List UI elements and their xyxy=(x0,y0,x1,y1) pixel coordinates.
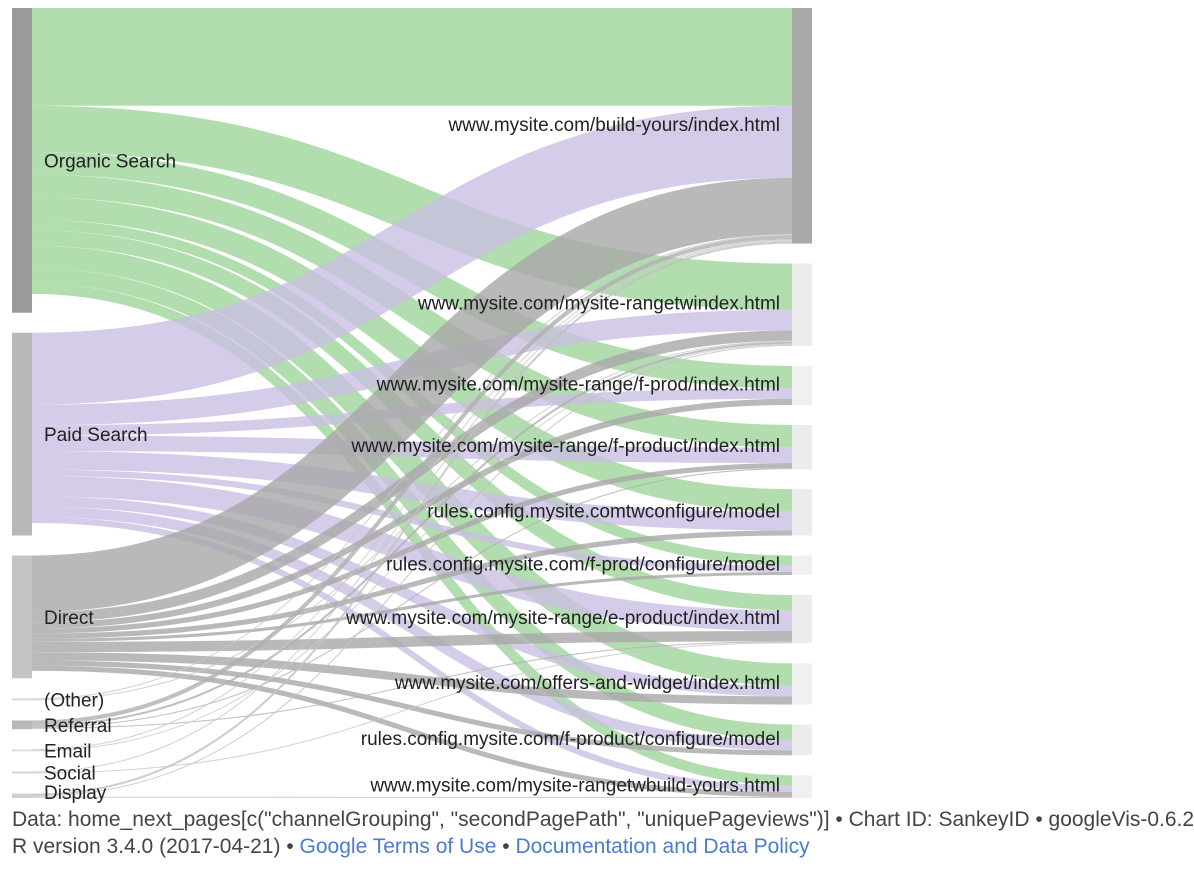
flow-link xyxy=(31,105,793,310)
source-node[interactable] xyxy=(12,698,32,701)
flow-link xyxy=(31,451,793,531)
flow-link xyxy=(31,105,793,405)
target-node-label: www.mysite.com/mysite-range/e-product/in… xyxy=(345,608,780,629)
target-node[interactable] xyxy=(792,365,812,405)
source-node-label: (Other) xyxy=(44,690,104,711)
r-version-text: R version 3.4.0 (2017-04-21) xyxy=(12,835,281,858)
source-node-label: Direct xyxy=(44,608,94,629)
target-node[interactable] xyxy=(792,663,812,705)
target-node-label: www.mysite.com/mysite-rangetwbuild-yours… xyxy=(369,776,780,797)
flow-link xyxy=(31,571,793,642)
flow-link xyxy=(31,468,793,728)
source-node[interactable] xyxy=(12,555,32,679)
source-node-label: Organic Search xyxy=(44,151,176,172)
target-node-label: www.mysite.com/offers-and-widget/index.h… xyxy=(394,673,780,694)
source-node[interactable] xyxy=(12,720,32,730)
flow-link xyxy=(31,341,793,727)
flow-link xyxy=(31,330,793,623)
target-node-label: rules.config.mysite.com/f-product/config… xyxy=(361,729,780,750)
footer-separator: • xyxy=(502,835,510,858)
flow-link xyxy=(31,435,793,464)
flow-link xyxy=(31,241,793,796)
target-node-label: www.mysite.com/mysite-range/f-product/in… xyxy=(350,436,780,457)
flow-link xyxy=(31,642,793,774)
flow-link xyxy=(31,496,793,697)
footer-separator: • xyxy=(286,835,294,858)
target-node[interactable] xyxy=(792,775,812,798)
target-node[interactable] xyxy=(792,724,812,756)
flow-link xyxy=(31,641,793,729)
flow-link xyxy=(31,240,793,773)
target-node[interactable] xyxy=(792,8,812,244)
footer-r-version-line: R version 3.4.0 (2017-04-21) • Google Te… xyxy=(12,835,818,859)
flow-link xyxy=(31,344,793,797)
source-node[interactable] xyxy=(12,793,32,798)
source-node[interactable] xyxy=(12,8,32,313)
flow-links xyxy=(31,7,793,799)
target-node[interactable] xyxy=(792,595,812,644)
target-node[interactable] xyxy=(792,489,812,536)
target-node-label: rules.config.mysite.comtwconfigure/model xyxy=(427,501,780,522)
flow-link xyxy=(31,463,793,634)
source-node-label: Display xyxy=(44,783,107,804)
flow-link xyxy=(31,665,793,797)
target-node[interactable] xyxy=(792,263,812,346)
terms-of-use-link[interactable]: Google Terms of Use xyxy=(299,835,497,858)
target-node[interactable] xyxy=(792,424,812,470)
flow-link xyxy=(31,506,793,751)
flow-link xyxy=(31,235,793,725)
target-node-label: rules.config.mysite.com/f-prod/configure… xyxy=(386,554,780,575)
flow-link xyxy=(31,340,793,701)
footer-data-line: Data: home_next_pages[c("channelGrouping… xyxy=(12,808,1194,831)
flow-link xyxy=(31,245,793,686)
target-node-label: www.mysite.com/build-yours/index.html xyxy=(447,115,780,136)
flow-link xyxy=(31,174,793,448)
source-node[interactable] xyxy=(12,749,32,752)
target-node-label: www.mysite.com/mysite-range/f-prod/index… xyxy=(376,374,780,395)
source-node-label: Referral xyxy=(44,716,112,737)
source-node[interactable] xyxy=(12,771,32,774)
flow-link xyxy=(31,239,793,751)
flow-link xyxy=(31,530,793,639)
flow-link xyxy=(31,475,793,632)
source-node-label: Paid Search xyxy=(44,425,148,446)
source-node-label: Email xyxy=(44,741,92,762)
flow-link xyxy=(31,268,793,740)
flow-link xyxy=(31,177,793,613)
flow-link xyxy=(31,631,793,653)
target-node[interactable] xyxy=(792,555,812,576)
flow-link xyxy=(31,652,793,705)
flow-link xyxy=(31,234,793,700)
source-node[interactable] xyxy=(12,332,32,536)
flow-link xyxy=(31,343,793,752)
source-node-label: Social xyxy=(44,764,96,785)
documentation-link[interactable]: Documentation and Data Policy xyxy=(515,835,810,858)
target-node-label: www.mysite.com/mysite-rangetwindex.html xyxy=(417,294,780,315)
flow-link xyxy=(31,398,793,629)
